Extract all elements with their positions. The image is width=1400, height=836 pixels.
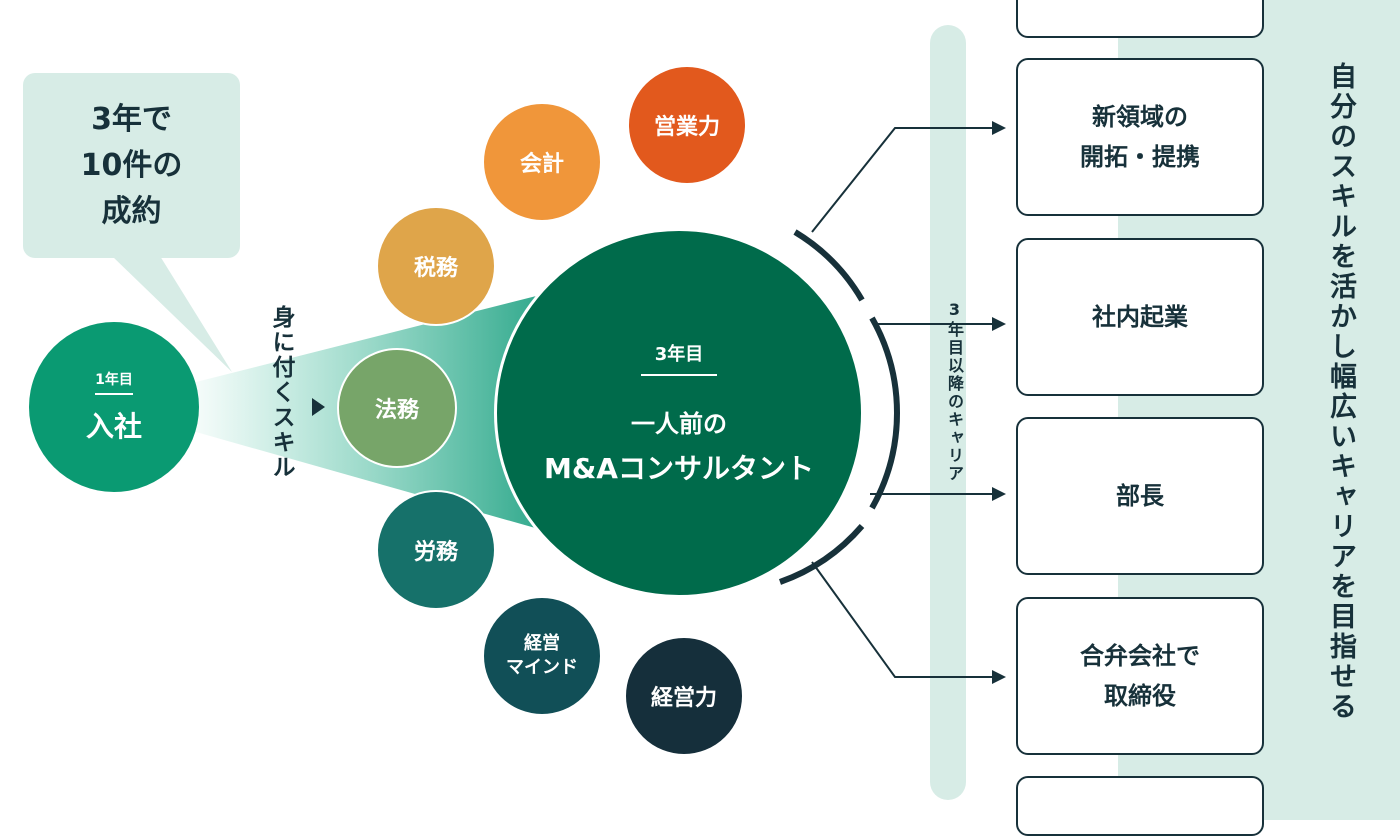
skill-circle-labor: 労務 <box>376 490 496 610</box>
skills-acquired-label: 身に付くスキル <box>268 305 294 480</box>
bubble-line-3: 成約 <box>101 193 162 229</box>
connector-line-4 <box>811 561 1000 678</box>
main-consultant-circle: 3年目 一人前の M&Aコンサルタント <box>494 228 864 598</box>
skill-label-accounting: 会計 <box>519 152 564 177</box>
skill-label-mindset-line-2: マインド <box>506 657 578 678</box>
bubble-tail <box>112 256 232 372</box>
join-label: 入社 <box>85 410 142 443</box>
triangle-arrow-icon <box>312 398 325 416</box>
career-department-head-label: 部長 <box>1116 482 1164 510</box>
connector-line-1 <box>811 127 1000 233</box>
speech-bubble-text: 3年で 10件の 成約 <box>23 73 240 258</box>
skill-label-tax: 税務 <box>413 256 458 281</box>
skill-circle-mindset: 経営 マインド <box>482 596 602 716</box>
career-intrapreneur-label: 社内起業 <box>1092 303 1188 331</box>
career-box-jv-director: 合弁会社で 取締役 <box>1016 597 1264 755</box>
career-jv-director-line-1: 合弁会社で <box>1080 642 1200 670</box>
main-circle-arc-1 <box>793 229 865 302</box>
skill-circle-legal: 法務 <box>337 348 457 468</box>
career-timeline-pill <box>930 25 966 800</box>
main-circle-arc-3 <box>779 524 865 585</box>
skill-label-mindset-line-1: 経営 <box>524 633 560 654</box>
skill-circle-tax: 税務 <box>376 206 496 326</box>
bubble-line-2: 10件の <box>80 147 183 183</box>
main-year-label: 3年目 <box>640 340 718 376</box>
career-jv-director-line-2: 取締役 <box>1104 682 1176 710</box>
skill-label-sales: 営業力 <box>653 115 720 140</box>
career-after-year3-label: 3年目以降のキャリア <box>945 300 964 483</box>
career-box-partial-bottom <box>1016 776 1264 836</box>
join-company-circle: 1年目 入社 <box>29 322 199 492</box>
career-box-partial-top <box>1016 0 1264 38</box>
join-year-label: 1年目 <box>95 369 133 395</box>
main-title-line-2: M&Aコンサルタント <box>544 451 814 485</box>
career-box-new-field: 新領域の 開拓・提携 <box>1016 58 1264 216</box>
skill-circle-sales: 営業力 <box>627 65 747 185</box>
wide-career-message: 自分のスキルを活かし幅広いキャリアを目指せる <box>1325 62 1356 722</box>
arrow-head-4 <box>992 670 1006 684</box>
skill-circle-accounting: 会計 <box>482 102 602 222</box>
skill-label-management: 経営力 <box>650 686 717 711</box>
skill-label-labor: 労務 <box>413 540 458 565</box>
main-title-line-1: 一人前の <box>631 409 727 438</box>
skill-label-legal: 法務 <box>374 398 419 423</box>
career-box-department-head: 部長 <box>1016 417 1264 575</box>
main-circle-arc-2 <box>869 316 900 510</box>
speech-bubble <box>23 73 240 258</box>
arrow-head-3 <box>992 487 1006 501</box>
arrow-head-1 <box>992 121 1006 135</box>
arrow-head-2 <box>992 317 1006 331</box>
bubble-line-1: 3年で <box>91 101 172 137</box>
career-new-field-line-2: 開拓・提携 <box>1080 143 1200 171</box>
career-new-field-line-1: 新領域の <box>1092 103 1188 131</box>
career-box-intrapreneur: 社内起業 <box>1016 238 1264 396</box>
skill-circle-management: 経営力 <box>624 636 744 756</box>
